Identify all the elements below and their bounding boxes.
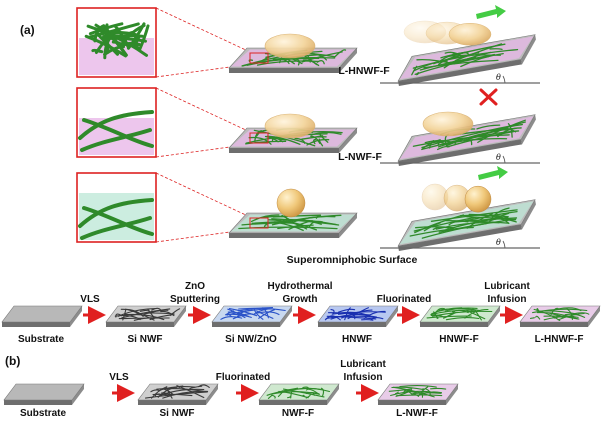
zoom-connector <box>155 7 251 53</box>
route2-substrate-label: NWF-F <box>281 408 315 419</box>
scheme-row <box>76 87 540 167</box>
route1-step-label: Hydrothermal <box>267 281 333 292</box>
tilt-angle-label: θ <box>496 238 501 247</box>
route1-substrate-label: Si NW/ZnO <box>225 334 277 345</box>
route1-substrate-label: HNWF <box>342 334 372 345</box>
process-substrate <box>519 305 601 327</box>
route2-substrate-label: Si NWF <box>159 408 195 419</box>
route1-substrate-label: L-HNWF-F <box>534 334 584 345</box>
angle-arc <box>502 155 506 164</box>
process-substrate <box>211 305 293 327</box>
process-substrate <box>1 305 83 327</box>
route1-substrate-label: HNWF-F <box>439 334 479 345</box>
zoom-box <box>76 172 157 243</box>
process-substrate <box>137 383 219 405</box>
route1-step-label: Sputtering <box>170 294 220 305</box>
panel-b-tag: (b) <box>5 354 21 368</box>
route1-step-label: VLS <box>80 294 100 305</box>
tilted-slab <box>397 34 536 87</box>
route2-step-label: VLS <box>109 372 129 383</box>
route1-step-label: Lubricant <box>484 281 530 292</box>
route1-substrate-label: Substrate <box>17 334 65 345</box>
route1-step-label: Fluorinated <box>376 294 432 305</box>
panel-a-tag: (a) <box>20 23 35 37</box>
scheme-row <box>76 5 540 87</box>
sliding-arrow-icon <box>478 166 508 180</box>
angle-arc <box>502 75 506 84</box>
sliding-arrow-icon <box>476 5 506 19</box>
zoom-region <box>249 132 269 144</box>
droplet <box>264 113 316 139</box>
process-substrate <box>258 383 340 405</box>
route1-step-label: Infusion <box>487 294 527 305</box>
process-substrate <box>419 305 501 327</box>
tilted-substrate <box>397 114 536 167</box>
tilt-angle-label: θ <box>496 73 501 82</box>
tilt-angle-label: θ <box>496 153 501 162</box>
angle-arc <box>502 240 506 249</box>
process-substrate <box>377 383 459 405</box>
route2-step-label: Infusion <box>343 372 383 383</box>
tilted-slab <box>397 114 536 167</box>
route2-substrate-label: L-NWF-F <box>396 408 438 419</box>
route1-step-label: ZnO <box>185 281 205 292</box>
route1-substrate-label: Si NWF <box>127 334 163 345</box>
zoom-box <box>76 87 157 158</box>
droplet <box>464 185 492 213</box>
tilted-substrate <box>397 34 536 87</box>
tilted-substrate <box>397 199 536 252</box>
zoom-connector <box>155 172 251 218</box>
droplet <box>422 111 474 137</box>
row-caption: L-HNWF-F <box>338 65 390 77</box>
zoom-box <box>76 7 157 78</box>
row-caption: Superomniphobic Surface <box>286 254 418 266</box>
scheme-row <box>76 166 540 252</box>
droplet <box>264 33 316 59</box>
droplet <box>276 188 306 218</box>
route2-step-label: Lubricant <box>340 359 386 370</box>
process-substrate <box>105 305 187 327</box>
zoom-region <box>249 52 269 64</box>
cross-icon <box>479 88 498 106</box>
droplet <box>448 23 492 46</box>
zoom-connector <box>155 87 251 133</box>
route2-step-label: Fluorinated <box>215 372 271 383</box>
row-caption: L-NWF-F <box>338 151 382 163</box>
tilted-slab <box>397 199 536 252</box>
process-substrate <box>317 305 399 327</box>
zoom-region <box>249 217 269 229</box>
process-substrate <box>3 383 85 405</box>
route2-substrate-label: Substrate <box>19 408 67 419</box>
route1-step-label: Growth <box>282 294 318 305</box>
